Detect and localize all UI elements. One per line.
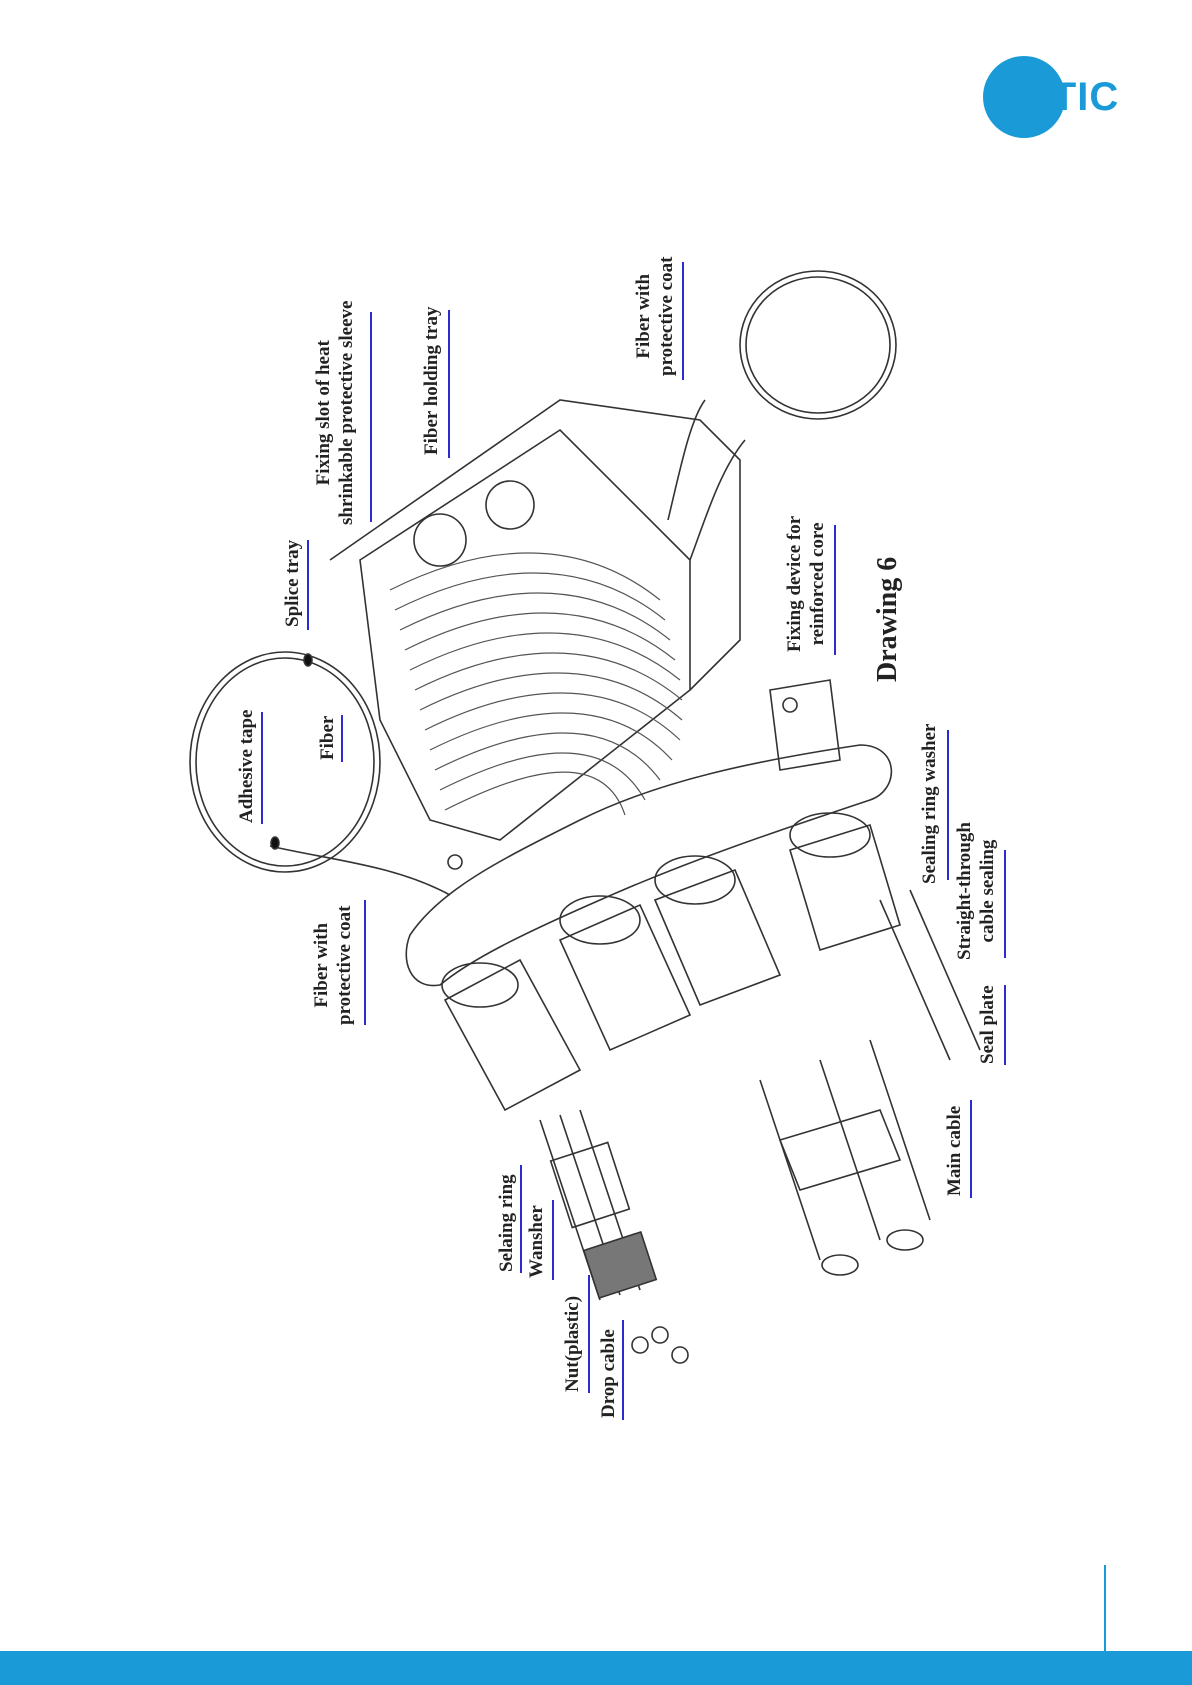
leader-line bbox=[970, 1100, 972, 1198]
fiber-loop-inner bbox=[745, 276, 891, 414]
logo-text: ARTIC bbox=[992, 75, 1120, 119]
leader-line bbox=[341, 715, 343, 762]
leader-line bbox=[947, 730, 949, 880]
label-sealing-ring-washer: Sealing ring washer bbox=[919, 723, 940, 884]
label-seal-plate: Seal plate bbox=[977, 985, 998, 1064]
leader-line bbox=[1004, 850, 1006, 958]
label-splice-tray: Splice tray bbox=[282, 539, 303, 627]
label-nut-plastic: Nut(plastic) bbox=[562, 1295, 583, 1392]
label-selaing-ring: Selaing ring bbox=[496, 1174, 517, 1272]
fiber-loop-left bbox=[189, 651, 381, 873]
leader-line bbox=[834, 525, 836, 655]
fiber-lead-right bbox=[689, 439, 746, 561]
label-fiber-with-protective-coat-left: Fiber with protective coat bbox=[311, 905, 355, 1025]
fiber-loop-outer bbox=[739, 270, 897, 420]
leader-line bbox=[307, 540, 309, 630]
label-main-cable: Main cable bbox=[944, 1105, 965, 1196]
leader-line bbox=[622, 1320, 624, 1420]
drawing-title: Drawing 6 bbox=[872, 556, 903, 682]
leader-line bbox=[682, 262, 684, 380]
fiber-lead-left bbox=[269, 845, 451, 896]
leader-line bbox=[261, 712, 263, 824]
logo-circle bbox=[983, 56, 1065, 138]
label-fiber: Fiber bbox=[317, 715, 338, 760]
leader-line bbox=[370, 312, 372, 522]
label-fiber-holding-tray: Fiber holding tray bbox=[421, 306, 442, 456]
leader-line bbox=[448, 310, 450, 458]
leader-line bbox=[1004, 985, 1006, 1065]
page-number-rule bbox=[1104, 1565, 1106, 1651]
artic-logo: ARTIC bbox=[983, 56, 1133, 138]
leader-line bbox=[588, 1275, 590, 1393]
label-adhesive-tape: Adhesive tape bbox=[236, 709, 257, 823]
label-drop-cable: Drop cable bbox=[598, 1329, 619, 1418]
label-fiber-with-protective-coat-top: Fiber with protective coat bbox=[633, 256, 677, 376]
footer-bar bbox=[0, 1651, 1192, 1685]
label-straight-through: Straight-through cable sealing bbox=[954, 822, 998, 960]
leader-line bbox=[552, 1200, 554, 1280]
splice-tray-stack bbox=[359, 428, 691, 841]
label-wansher: Wansher bbox=[526, 1205, 547, 1278]
label-fixing-slot: Fixing slot of heat shrinkable protectiv… bbox=[313, 300, 357, 525]
leader-line bbox=[520, 1165, 522, 1273]
leader-line bbox=[364, 900, 366, 1025]
label-fixing-device: Fixing device for reinforced core bbox=[784, 515, 828, 652]
base-seal-plate bbox=[405, 744, 893, 987]
